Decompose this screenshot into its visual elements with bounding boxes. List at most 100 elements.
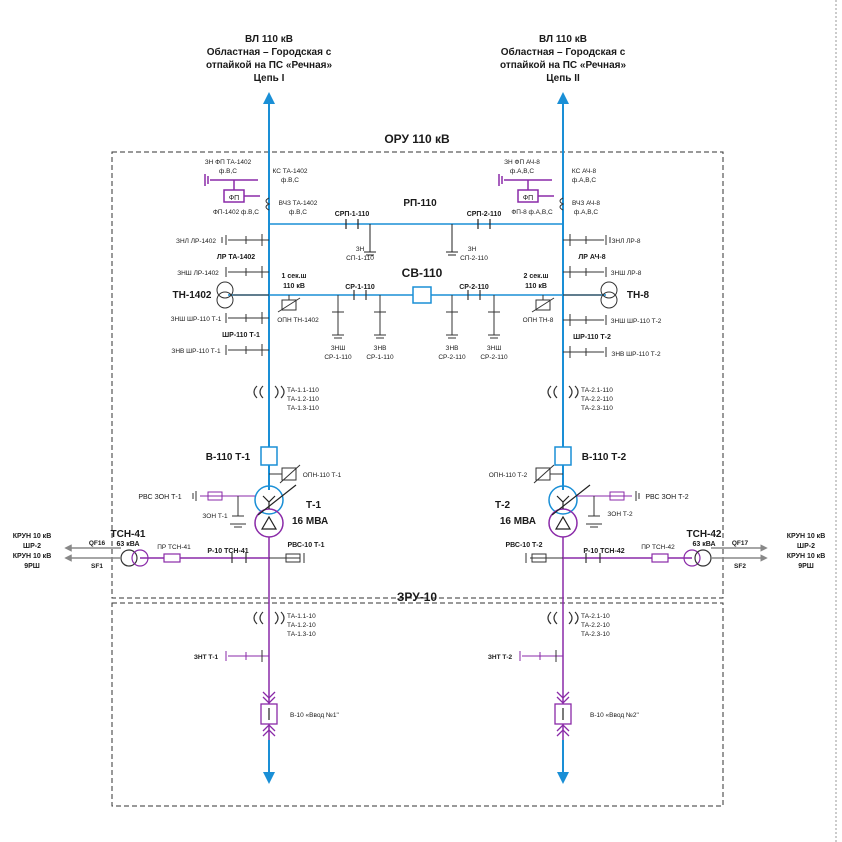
svg-text:отпайкой на ПС «Речная»: отпайкой на ПС «Речная»: [500, 60, 627, 71]
svg-text:2 сек.ш: 2 сек.ш: [524, 273, 549, 280]
znsh-shr2-switch: [563, 314, 607, 326]
r10-tsn42-disconnector: [585, 553, 601, 563]
svg-text:ШР-110 Т-2: ШР-110 Т-2: [573, 334, 611, 341]
svg-text:ЗН: ЗН: [356, 246, 365, 253]
svg-text:ЗН: ЗН: [468, 246, 477, 253]
srp1-label: СРП-1-110: [335, 211, 370, 218]
svg-text:ТА-1.3-110: ТА-1.3-110: [287, 405, 319, 412]
svg-text:ТА-2.3-110: ТА-2.3-110: [581, 405, 613, 412]
line-title-right: ВЛ 110 кВ Областная – Городская с отпайк…: [500, 34, 627, 84]
znl-8-switch: [563, 234, 611, 246]
svg-text:9РШ: 9РШ: [798, 563, 814, 570]
v110-t2-breaker: [554, 446, 572, 466]
svg-text:ЗНШ ШР-110 Т-2: ЗНШ ШР-110 Т-2: [611, 318, 662, 325]
rp110-label: РП-110: [403, 198, 437, 209]
svg-text:ТН-1402: ТН-1402: [173, 290, 212, 301]
svg-text:ШР-110 Т-1: ШР-110 Т-1: [222, 332, 260, 339]
svg-text:ТА-2.3-10: ТА-2.3-10: [581, 631, 610, 638]
svg-text:ВЧЗ АЧ-8: ВЧЗ АЧ-8: [572, 200, 600, 207]
oru-title: ОРУ 110 кВ: [384, 132, 450, 146]
svg-text:ЛР АЧ-8: ЛР АЧ-8: [578, 254, 605, 261]
svg-text:Т-2: Т-2: [495, 500, 510, 511]
svg-text:ОПН ТН-1402: ОПН ТН-1402: [277, 317, 319, 324]
svg-text:РВС-10 Т-1: РВС-10 Т-1: [287, 542, 324, 549]
svg-text:ЗНЛ ЛР-8: ЗНЛ ЛР-8: [611, 238, 640, 245]
ta-10-right: [547, 611, 579, 625]
svg-text:ЗН ФП ТА-1402: ЗН ФП ТА-1402: [205, 159, 252, 166]
svg-text:ЗНШ: ЗНШ: [487, 345, 502, 352]
svg-text:1 сек.ш: 1 сек.ш: [282, 273, 307, 280]
svg-text:ЗНВ ШР-110 Т-1: ЗНВ ШР-110 Т-1: [171, 348, 221, 355]
oru-frame: [111, 151, 724, 599]
svg-text:СР-2-110: СР-2-110: [459, 284, 489, 291]
svg-text:ТСН-41: ТСН-41: [110, 529, 145, 540]
svg-text:ТА-2.1-10: ТА-2.1-10: [581, 613, 610, 620]
zn-sp2-ground: [446, 224, 458, 256]
svg-text:Р-10 ТСН-41: Р-10 ТСН-41: [207, 548, 248, 555]
vchz-left-coil: [265, 197, 271, 211]
ta-110-right: [547, 385, 579, 399]
sr-earthing-switches: [332, 295, 500, 339]
zru-frame: [111, 602, 724, 807]
svg-text:ФП: ФП: [229, 195, 239, 202]
svg-text:СР-1-110: СР-1-110: [366, 354, 394, 361]
svg-text:ФП-1402 ф.В,С: ФП-1402 ф.В,С: [213, 209, 259, 216]
svg-text:ЗНШ ЛР-8: ЗНШ ЛР-8: [611, 270, 642, 277]
svg-text:ТА-1.1-110: ТА-1.1-110: [287, 387, 319, 394]
ta-110-left: [253, 385, 285, 399]
svg-text:ВЧЗ ТА-1402: ВЧЗ ТА-1402: [279, 200, 318, 207]
svg-text:63 кВА: 63 кВА: [117, 541, 140, 548]
svg-text:ВЛ 110 кВ: ВЛ 110 кВ: [539, 34, 587, 45]
v110-t1-breaker: [260, 446, 278, 466]
svg-text:ФП: ФП: [523, 195, 533, 202]
svg-text:ТН-8: ТН-8: [627, 290, 650, 301]
svg-text:ТА-1.2-110: ТА-1.2-110: [287, 396, 319, 403]
fp-left: ФП: [204, 174, 260, 203]
opn-1402-arrester: [277, 295, 301, 313]
svg-text:В-10 «Ввод №2": В-10 «Ввод №2": [590, 712, 640, 719]
svg-text:ф.В,С: ф.В,С: [219, 168, 237, 175]
svg-text:СП-2-110: СП-2-110: [460, 255, 488, 262]
zn-sp1-ground: [364, 224, 376, 256]
pr-tsn41-fuse: [163, 553, 181, 563]
svg-text:ОПН ТН-8: ОПН ТН-8: [523, 317, 554, 324]
svg-text:ЗНВ: ЗНВ: [446, 345, 459, 352]
svg-text:ЗНВ ШР-110 Т-2: ЗНВ ШР-110 Т-2: [611, 351, 661, 358]
svg-text:ЗНЛ ЛР-1402: ЗНЛ ЛР-1402: [176, 238, 216, 245]
znt-t2-switch: [519, 650, 563, 662]
svg-text:КРУН 10 кВ: КРУН 10 кВ: [13, 533, 52, 540]
svg-text:СР-1-110: СР-1-110: [324, 354, 352, 361]
svg-text:9РШ: 9РШ: [24, 563, 40, 570]
znt-t1-switch: [225, 650, 269, 662]
svg-text:КС ТА-1402: КС ТА-1402: [273, 168, 308, 175]
svg-text:ЗНТ Т-2: ЗНТ Т-2: [488, 654, 513, 661]
rvs-zon-t2: [577, 491, 640, 528]
svg-text:КРУН 10 кВ: КРУН 10 кВ: [13, 553, 52, 560]
svg-text:ШР-2: ШР-2: [797, 543, 815, 550]
svg-text:ЗНШ: ЗНШ: [331, 345, 346, 352]
svg-text:СР-2-110: СР-2-110: [480, 354, 508, 361]
svg-text:Областная – Городская с: Областная – Городская с: [207, 46, 332, 58]
sr2-disconnector: [467, 290, 481, 300]
svg-text:ЗОН Т-1: ЗОН Т-1: [202, 513, 228, 520]
svg-text:В-10 «Ввод №1": В-10 «Ввод №1": [290, 712, 340, 719]
svg-text:СВ-110: СВ-110: [402, 266, 443, 280]
svg-text:Цепь II: Цепь II: [546, 73, 580, 84]
svg-text:ф.В,С: ф.В,С: [289, 209, 307, 216]
opn110-t1: [269, 464, 301, 484]
svg-text:ЗНШ ШР-110 Т-1: ЗНШ ШР-110 Т-1: [171, 316, 222, 323]
svg-text:QF17: QF17: [732, 540, 749, 547]
zru-title: ЗРУ-10: [397, 590, 437, 604]
svg-text:СР-1-110: СР-1-110: [345, 284, 375, 291]
znsh-shr1-switch: [225, 312, 269, 324]
svg-text:ф.А,В,С: ф.А,В,С: [510, 168, 534, 175]
svg-text:ПР ТСН-42: ПР ТСН-42: [641, 544, 675, 551]
svg-text:ТА-1.2-10: ТА-1.2-10: [287, 622, 316, 629]
opn110-t2: [533, 464, 563, 484]
svg-text:110 кВ: 110 кВ: [525, 283, 547, 290]
svg-text:КС АЧ-8: КС АЧ-8: [572, 168, 597, 175]
svg-text:ТА-2.2-10: ТА-2.2-10: [581, 622, 610, 629]
svg-text:16 МВА: 16 МВА: [500, 516, 536, 527]
svg-text:ЗОН Т-2: ЗОН Т-2: [607, 511, 633, 518]
svg-text:РВС-10 Т-2: РВС-10 Т-2: [505, 542, 542, 549]
